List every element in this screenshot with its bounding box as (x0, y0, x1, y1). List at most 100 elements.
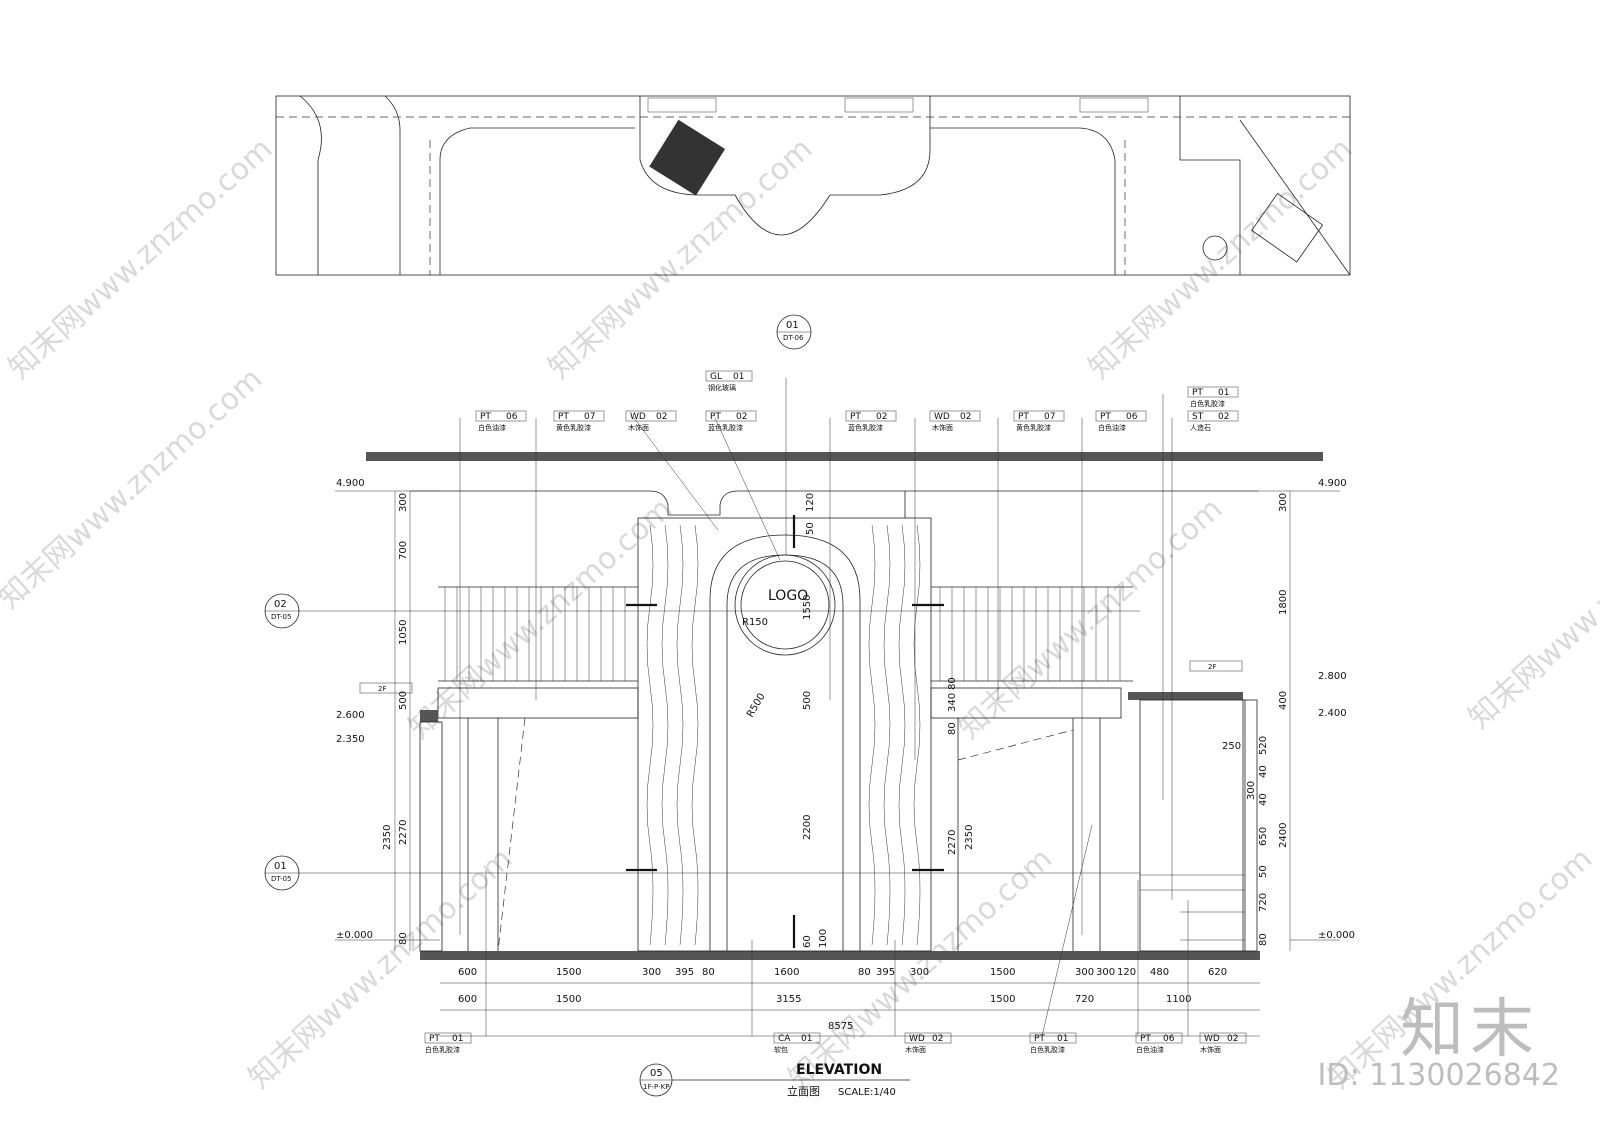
dim-r1-2: 1500 (556, 967, 581, 978)
svg-text:PT: PT (1018, 412, 1029, 422)
dim-rv-7: 650 (1258, 827, 1269, 846)
floor-tag-right-box (1189, 660, 1243, 672)
dim-in-5: R500 (745, 691, 768, 719)
level-right-1: 4.900 (1318, 478, 1347, 489)
svg-text:02: 02 (656, 412, 667, 422)
plan-arch-right (830, 96, 931, 196)
svg-text:WD: WD (909, 1034, 925, 1044)
dim-lv-1: 300 (398, 493, 409, 512)
dim-rv-2: 1800 (1278, 590, 1289, 615)
svg-text:PT: PT (1140, 1034, 1151, 1044)
floor-tag-left: 2F (378, 685, 386, 693)
dim-r2-1: 600 (458, 994, 477, 1005)
plan-window-1 (647, 97, 717, 113)
tag-bottom-5: PT 06 白色油漆 (1135, 1032, 1183, 1054)
dim-row-1: 600 1500 300 395 80 1600 80 395 300 1500… (458, 967, 1227, 978)
svg-text:白色油漆: 白色油漆 (1136, 1045, 1164, 1054)
lower-structure (419, 699, 1258, 952)
svg-text:木饰面: 木饰面 (628, 423, 649, 432)
logo-circle-inner (740, 560, 830, 650)
svg-text:白色乳胶漆: 白色乳胶漆 (1030, 1045, 1065, 1054)
dim-in-12: 80 (947, 722, 958, 735)
drawing-id: ID: 1130026842 (1317, 1058, 1560, 1093)
plan-arch-curve (734, 194, 831, 236)
dim-in-4: 1550 (802, 595, 813, 620)
dim-r1-8: 395 (876, 967, 895, 978)
top-leaders (459, 378, 1173, 935)
svg-text:PT: PT (1192, 388, 1203, 398)
tag-bottom-4: PT 01 白色乳胶漆 (1029, 1032, 1077, 1054)
tag-top-10: ST 02 人造石 (1187, 410, 1239, 432)
dim-in-13: 2270 (947, 830, 958, 855)
svg-text:07: 07 (584, 412, 595, 422)
title-main: ELEVATION (796, 1062, 882, 1078)
dim-in-3: R150 (742, 617, 768, 628)
svg-text:WD: WD (630, 412, 646, 422)
plan-sink (1251, 192, 1324, 263)
dim-in-15: 250 (1222, 741, 1241, 752)
level-markers: 4.900 2.600 2.350 ±0.000 4.900 2.800 2.4… (336, 478, 1355, 941)
level-right-4: ±0.000 (1318, 930, 1355, 941)
logo-text: LOGO (768, 588, 808, 604)
svg-text:蓝色乳胶漆: 蓝色乳胶漆 (708, 423, 743, 432)
dim-r1-7: 80 (858, 967, 871, 978)
section-markers: 01 DT-06 02 DT-05 01 DT-05 (264, 314, 812, 891)
title-scale: SCALE:1/40 (838, 1087, 896, 1098)
svg-text:02: 02 (736, 412, 747, 422)
dim-r2-5: 720 (1075, 994, 1094, 1005)
plan-wall-right (1179, 96, 1241, 275)
svg-text:02: 02 (1227, 1034, 1238, 1044)
plan-diagonal-wall (1239, 119, 1351, 276)
tag-top-5: PT 02 蓝色乳胶漆 (845, 410, 897, 432)
right-cabinet (1139, 699, 1246, 952)
title-number: 05 (650, 1068, 663, 1079)
floor-slab (420, 951, 1260, 960)
tag-gl-01: GL 01 钢化玻璃 (705, 370, 753, 392)
watermark-1: 知末网www.znzmo.com (2, 131, 279, 386)
left-railing (438, 586, 638, 682)
section-mark-left-upper: 02 DT-05 (264, 593, 300, 629)
svg-text:GL: GL (710, 372, 722, 382)
svg-text:01: 01 (452, 1034, 463, 1044)
right-beam (930, 687, 1122, 719)
dim-r1-12: 300 (1096, 967, 1115, 978)
central-wall (637, 517, 932, 952)
svg-text:木饰面: 木饰面 (932, 423, 953, 432)
right-slab-stub (1128, 692, 1243, 700)
plan-window-2 (844, 97, 914, 113)
svg-text:白色乳胶漆: 白色乳胶漆 (425, 1045, 460, 1054)
watermark-6: 知末网www.znzmo.com (952, 491, 1229, 746)
svg-text:01: 01 (801, 1034, 812, 1044)
dim-rv-8: 50 (1258, 865, 1269, 878)
dim-in-2: 50 (805, 522, 816, 535)
dim-lv-5: 2350 (382, 825, 393, 850)
watermark-7: 知末网www.znzmo.com (1462, 481, 1600, 736)
left-slab-stub (420, 710, 438, 722)
tag-bottom-3: WD 02 木饰面 (904, 1032, 952, 1054)
svg-text:白色乳胶漆: 白色乳胶漆 (1190, 399, 1225, 408)
plan-counter-left (439, 127, 635, 275)
dim-r1-10: 1500 (990, 967, 1015, 978)
plan-left-wall (384, 95, 401, 275)
svg-text:02: 02 (932, 1034, 943, 1044)
dim-in-10: 340 (947, 693, 958, 712)
svg-text:蓝色乳胶漆: 蓝色乳胶漆 (848, 423, 883, 432)
right-railing (931, 586, 1133, 682)
svg-text:ST: ST (1192, 412, 1204, 422)
tag-top-4: PT 02 蓝色乳胶漆 (705, 410, 757, 432)
dim-r2-4: 1500 (990, 994, 1015, 1005)
svg-text:PT: PT (429, 1034, 440, 1044)
dim-in-8: 60 (802, 935, 813, 948)
tag-top-9: PT 01 白色乳胶漆 (1187, 386, 1239, 408)
section-mark-top-num: 01 (786, 320, 799, 331)
floor-tag-right: 2F (1208, 663, 1216, 671)
wood-grain (646, 524, 921, 946)
level-left-2: 2.600 (336, 710, 365, 721)
dim-r1-1: 600 (458, 967, 477, 978)
dim-r1-4: 395 (675, 967, 694, 978)
dim-lv-6: 2270 (398, 820, 409, 845)
soffit-line (410, 490, 1258, 516)
plan-counter-right (930, 127, 1116, 275)
svg-text:06: 06 (1126, 412, 1138, 422)
svg-text:PT: PT (558, 412, 569, 422)
